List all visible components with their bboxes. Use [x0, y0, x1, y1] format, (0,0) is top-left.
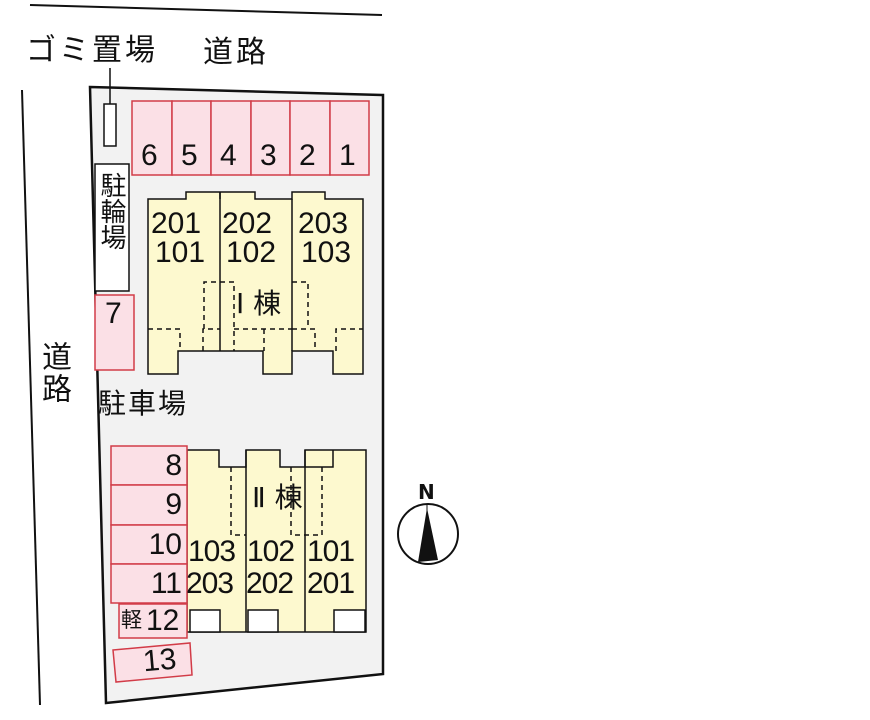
road-top-edge [29, 4, 383, 16]
parking-number-4: 4 [220, 139, 237, 172]
parking-area-label: 駐車場 [98, 387, 189, 420]
parking-number-1: 1 [339, 139, 356, 172]
unit-201: 201 [151, 207, 202, 240]
parking-number-3: 3 [260, 139, 277, 172]
unit-202: 202 [222, 207, 273, 240]
road-left-edge [21, 89, 41, 706]
building-2-storage-3 [333, 609, 366, 633]
building-1-label: Ⅰ 棟 [236, 287, 282, 320]
unit-203-b2: 203 [186, 567, 234, 600]
parking-space-1[interactable] [329, 100, 370, 176]
parking-space-12[interactable] [118, 603, 188, 639]
parking-space-3[interactable] [250, 100, 291, 176]
parking-number-11: 11 [150, 567, 182, 600]
unit-103: 103 [301, 236, 352, 269]
unit-201-b2: 201 [307, 567, 355, 600]
garbage-station [103, 103, 117, 147]
parking-number-5: 5 [181, 139, 198, 172]
parking-space-4[interactable] [210, 100, 252, 176]
garbage-station-label: ゴミ置場 [26, 33, 158, 68]
building-2-storage-2 [247, 609, 279, 633]
parking-number-2: 2 [299, 139, 316, 172]
parking-number-10: 10 [148, 528, 182, 561]
parking-space-8[interactable] [110, 445, 188, 486]
parking-number-12: 12 [146, 604, 180, 637]
bicycle-parking-label: 駐輪場 [96, 172, 126, 250]
parking-number-9: 9 [165, 488, 182, 521]
parking-number-7: 7 [105, 297, 122, 330]
parking-space-11[interactable] [110, 563, 188, 604]
unit-101: 101 [155, 236, 206, 269]
parking-space-9[interactable] [110, 484, 188, 526]
parking-number-6: 6 [141, 139, 158, 172]
unit-102: 102 [226, 236, 277, 269]
parking-space-13[interactable] [112, 642, 193, 683]
unit-203: 203 [298, 207, 349, 240]
unit-101-b2: 101 [307, 535, 355, 568]
parking-row-top [131, 100, 370, 176]
parking-column-left [110, 445, 193, 683]
building-1 [147, 191, 364, 375]
parking-space-2[interactable] [289, 100, 331, 176]
unit-202-b2: 202 [246, 567, 294, 600]
building-2 [186, 449, 367, 633]
road-top-label: 道路 [203, 35, 269, 70]
unit-103-b2: 103 [188, 535, 236, 568]
building-2-label: Ⅱ 棟 [252, 481, 303, 514]
unit-102-b2: 102 [247, 535, 295, 568]
kei-car-label: 軽 [121, 608, 142, 632]
parking-number-13: 13 [141, 642, 178, 679]
parking-space-5[interactable] [171, 100, 212, 176]
parking-space-7[interactable] [94, 294, 135, 371]
road-left-label: 道路 [36, 341, 71, 405]
north-label: N [418, 480, 435, 504]
north-arrow-icon [397, 503, 459, 565]
parking-number-8: 8 [165, 449, 182, 482]
bicycle-parking [94, 163, 130, 292]
parking-space-10[interactable] [110, 524, 188, 565]
building-2-storage-1 [189, 609, 221, 633]
